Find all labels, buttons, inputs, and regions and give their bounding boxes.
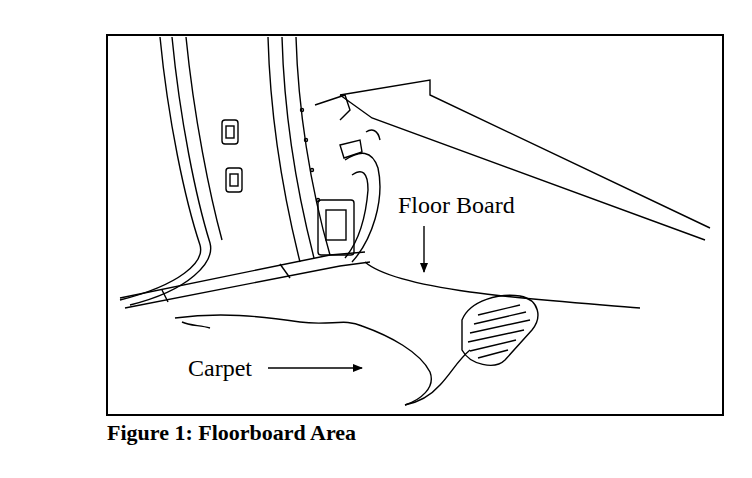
leader-arrow <box>423 226 424 272</box>
leader-arrow <box>268 367 362 368</box>
part-label: Carpet <box>186 355 254 381</box>
figure-caption: Figure 1: Floorboard Area <box>107 421 356 445</box>
figure-frame <box>107 35 723 415</box>
vehicle-drawing <box>120 37 710 405</box>
part-label: Floor Board <box>396 192 517 218</box>
